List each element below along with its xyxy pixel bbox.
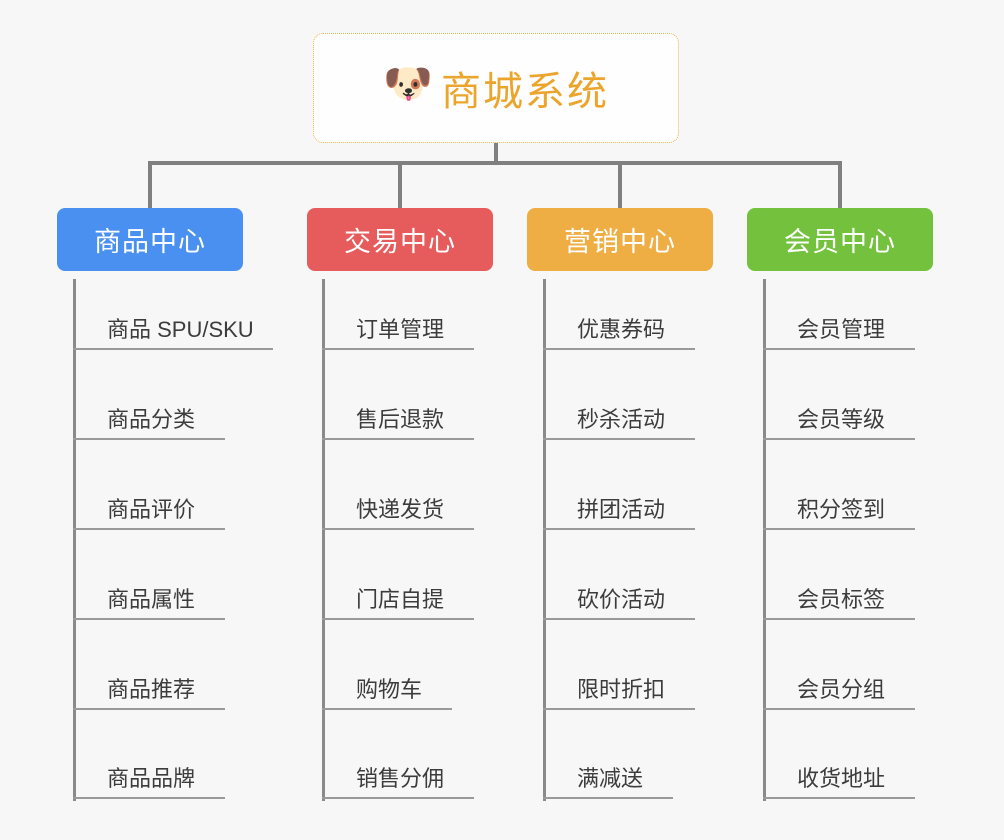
leaf-underline [543, 348, 695, 350]
shiba-inu-dog-face-icon: 🐶 [383, 62, 433, 106]
leaf-underline [763, 528, 915, 530]
root-node[interactable]: 🐶 商城系统 [313, 33, 679, 143]
leaf-item-label: 积分签到 [797, 497, 886, 522]
leaf-item-label: 商品评价 [107, 497, 196, 522]
leaf-underline [73, 438, 225, 440]
leaf-item-label: 门店自提 [356, 587, 445, 612]
leaf-item-label: 订单管理 [356, 317, 445, 342]
leaf-item-label: 满减送 [577, 766, 644, 791]
leaf-item-label: 商品推荐 [107, 677, 196, 702]
leaf-item-label: 拼团活动 [577, 497, 666, 522]
leaf-item-label: 商品品牌 [107, 766, 196, 791]
leaf-item-label: 优惠券码 [577, 317, 666, 342]
leaf-underline [73, 348, 273, 350]
leaf-underline [322, 348, 474, 350]
category-header-label: 交易中心 [344, 227, 456, 257]
leaf-underline [322, 708, 452, 710]
category-header-trade-center[interactable]: 交易中心 [307, 208, 493, 271]
leaf-item-label: 会员等级 [797, 407, 886, 432]
leaf-underline [543, 708, 695, 710]
drop-connector-marketing-center [618, 161, 622, 208]
leaf-underline [73, 708, 225, 710]
leaf-underline [322, 618, 474, 620]
leaf-item-label: 售后退款 [356, 407, 445, 432]
horizontal-bus-connector [148, 161, 842, 165]
column-spine-member-center [763, 279, 766, 801]
leaf-underline [73, 797, 225, 799]
leaf-item-label: 会员标签 [797, 587, 886, 612]
category-header-label: 商品中心 [94, 227, 206, 257]
category-header-label: 营销中心 [564, 227, 676, 257]
leaf-item-label: 收货地址 [797, 766, 886, 791]
leaf-item-label: 商品属性 [107, 587, 196, 612]
leaf-item-label: 销售分佣 [356, 766, 445, 791]
drop-connector-product-center [148, 161, 152, 208]
leaf-item-label: 商品 SPU/SKU [107, 317, 254, 342]
column-spine-trade-center [322, 279, 325, 801]
category-header-member-center[interactable]: 会员中心 [747, 208, 933, 271]
leaf-underline [543, 797, 673, 799]
leaf-underline [322, 528, 474, 530]
leaf-item-label: 限时折扣 [577, 677, 666, 702]
leaf-underline [543, 528, 695, 530]
leaf-item-label: 会员管理 [797, 317, 886, 342]
leaf-underline [322, 438, 474, 440]
leaf-underline [73, 528, 225, 530]
category-header-product-center[interactable]: 商品中心 [57, 208, 243, 271]
column-spine-marketing-center [543, 279, 546, 801]
leaf-underline [763, 708, 915, 710]
leaf-underline [543, 618, 695, 620]
leaf-underline [763, 438, 915, 440]
root-stem-connector [494, 143, 498, 163]
leaf-underline [322, 797, 474, 799]
drop-connector-member-center [838, 161, 842, 208]
root-title: 商城系统 [441, 70, 609, 114]
leaf-item-label: 秒杀活动 [577, 407, 666, 432]
leaf-item-label: 砍价活动 [577, 587, 666, 612]
leaf-item-label: 购物车 [356, 677, 423, 702]
leaf-underline [73, 618, 225, 620]
leaf-underline [763, 618, 915, 620]
leaf-item-label: 快递发货 [356, 497, 445, 522]
leaf-underline [763, 348, 915, 350]
leaf-item-label: 商品分类 [107, 407, 196, 432]
category-header-label: 会员中心 [784, 227, 896, 257]
column-spine-product-center [73, 279, 76, 801]
drop-connector-trade-center [398, 161, 402, 208]
leaf-underline [543, 438, 695, 440]
category-header-marketing-center[interactable]: 营销中心 [527, 208, 713, 271]
leaf-underline [763, 797, 915, 799]
leaf-item-label: 会员分组 [797, 677, 886, 702]
